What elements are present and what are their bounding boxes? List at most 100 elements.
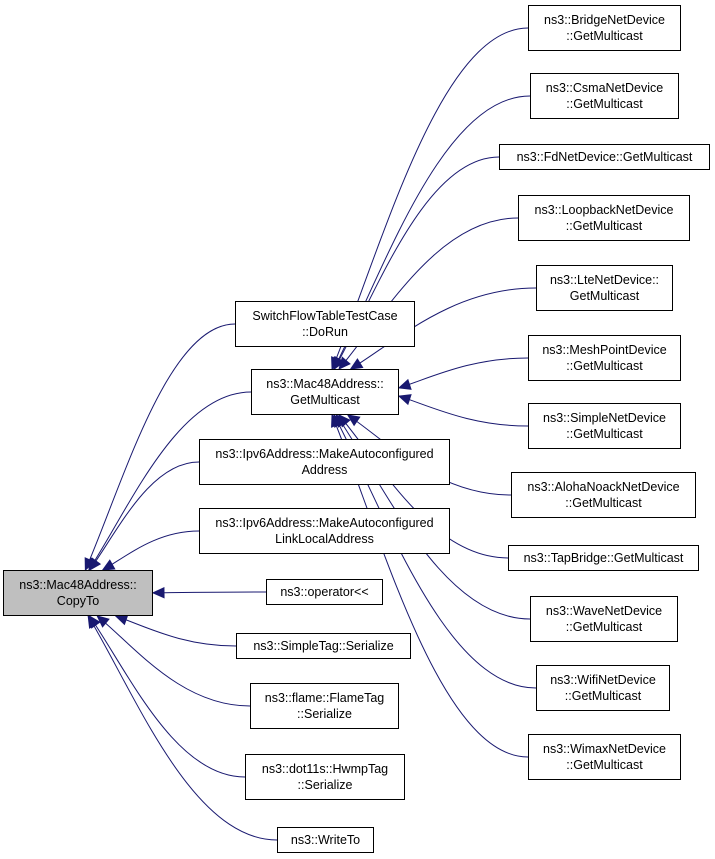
node-label-line: ns3::TapBridge::GetMulticast <box>523 551 684 565</box>
node-label-line: LinkLocalAddress <box>275 532 374 546</box>
node-simpletag-serialize[interactable]: ns3::SimpleTag::Serialize <box>236 633 411 659</box>
arrowhead <box>331 413 342 428</box>
edge-lte-to-mac48_getmulticast <box>350 287 537 370</box>
node-simplenetdevice-getmulticast[interactable]: ns3::SimpleNetDevice::GetMulticast <box>528 403 681 449</box>
arrowhead <box>101 559 116 571</box>
edge-mac48_getmulticast-to-root <box>88 391 252 571</box>
edge-writeto-to-root <box>87 615 278 841</box>
node-label-line: ::GetMulticast <box>566 97 643 111</box>
edge-switch_flow-to-root <box>84 323 236 571</box>
arrowhead <box>96 615 110 628</box>
node-label-line: ns3::SimpleTag::Serialize <box>253 639 394 653</box>
node-label: ns3::Mac48Address::GetMulticast <box>266 376 383 408</box>
node-label: ns3::SimpleTag::Serialize <box>253 638 393 654</box>
node-label-line: ::GetMulticast <box>566 427 643 441</box>
node-label-line: ns3::WimaxNetDevice <box>543 742 666 756</box>
node-ltenetdevice-getmulticast[interactable]: ns3::LteNetDevice::GetMulticast <box>536 265 673 311</box>
node-label-line: ::GetMulticast <box>565 620 643 634</box>
arrowhead <box>88 557 102 571</box>
node-label: SwitchFlowTableTestCase::DoRun <box>252 308 397 340</box>
node-label-line: ::GetMulticast <box>566 758 643 772</box>
node-label: ns3::CsmaNetDevice::GetMulticast <box>546 80 663 112</box>
arrowhead <box>114 614 129 626</box>
node-mac48address-getmulticast[interactable]: ns3::Mac48Address::GetMulticast <box>251 369 399 415</box>
node-label-line: ns3::WifiNetDevice <box>550 673 656 687</box>
node-label: ns3::flame::FlameTag::Serialize <box>265 690 385 722</box>
edge-meshpoint-to-mac48_getmulticast <box>398 357 529 389</box>
node-label-line: ns3::BridgeNetDevice <box>544 13 665 27</box>
arrowhead <box>397 378 412 390</box>
node-label-line: ns3::dot11s::HwmpTag <box>261 762 389 776</box>
node-label: ns3::MeshPointDevice::GetMulticast <box>542 342 666 374</box>
node-label: ns3::BridgeNetDevice::GetMulticast <box>544 12 665 44</box>
node-label: ns3::AlohaNoackNetDevice::GetMulticast <box>527 479 679 511</box>
node-label-line: ns3::Mac48Address:: <box>266 377 384 391</box>
arrowhead <box>349 358 364 370</box>
node-csmanetdevice-getmulticast[interactable]: ns3::CsmaNetDevice::GetMulticast <box>530 73 679 119</box>
node-label-line: ::Serialize <box>297 707 352 721</box>
node-label-line: SwitchFlowTableTestCase <box>252 309 398 323</box>
node-wimaxnetdevice-getmulticast[interactable]: ns3::WimaxNetDevice::GetMulticast <box>528 734 681 780</box>
edge-tapbridge-to-mac48_getmulticast <box>338 414 509 559</box>
edge-simplenet-to-mac48_getmulticast <box>398 395 529 427</box>
arrowhead <box>346 414 361 427</box>
node-label-line: ns3::Ipv6Address::MakeAutoconfigured <box>215 516 434 530</box>
node-label-line: ns3::Mac48Address:: <box>19 578 137 592</box>
node-meshpointdevice-getmulticast[interactable]: ns3::MeshPointDevice::GetMulticast <box>528 335 681 381</box>
node-label-line: ns3::AlohaNoackNetDevice <box>527 480 680 494</box>
node-writeto[interactable]: ns3::WriteTo <box>277 827 374 853</box>
node-label: ns3::dot11s::HwmpTag::Serialize <box>262 761 388 793</box>
node-label-line: ::GetMulticast <box>566 359 643 373</box>
node-label-line: ns3::SimpleNetDevice <box>543 411 666 425</box>
arrowhead <box>397 394 412 406</box>
node-label-line: ::Serialize <box>297 778 353 792</box>
node-label-line: ::DoRun <box>302 325 348 339</box>
edge-simpletag_serialize-to-root <box>115 615 237 647</box>
node-label-line: ns3::WriteTo <box>290 833 361 847</box>
node-label-line: GetMulticast <box>569 289 640 303</box>
node-label: ns3::TapBridge::GetMulticast <box>524 550 684 566</box>
edge-flametag_serialize-to-root <box>96 615 251 707</box>
node-label: ns3::LteNetDevice::GetMulticast <box>550 272 659 304</box>
node-label-line: ns3::Ipv6Address::MakeAutoconfigured <box>215 447 434 461</box>
node-hwmptag-serialize[interactable]: ns3::dot11s::HwmpTag::Serialize <box>245 754 405 800</box>
edge-ipv6_autoconf-to-root <box>89 461 200 571</box>
node-label-line: ::GetMulticast <box>565 496 642 510</box>
arrowhead <box>87 614 100 629</box>
node-operator-shift[interactable]: ns3::operator<< <box>266 579 383 605</box>
node-label-line: GetMulticast <box>290 393 360 407</box>
node-label-line: ::GetMulticast <box>566 29 643 43</box>
node-loopbacknetdevice-getmulticast[interactable]: ns3::LoopbackNetDevice::GetMulticast <box>518 195 690 241</box>
arrowhead <box>338 356 351 370</box>
node-label-line: ns3::LteNetDevice:: <box>549 273 660 287</box>
node-label: ns3::Mac48Address::CopyTo <box>19 577 136 609</box>
edge-hwmptag_serialize-to-root <box>89 615 246 778</box>
node-label: ns3::WaveNetDevice::GetMulticast <box>546 603 662 635</box>
node-label-line: ::GetMulticast <box>564 689 642 703</box>
node-bridgenetdevice-getmulticast[interactable]: ns3::BridgeNetDevice::GetMulticast <box>528 5 681 51</box>
node-tapbridge-getmulticast[interactable]: ns3::TapBridge::GetMulticast <box>508 545 699 571</box>
node-switchflowtabletestcase-dorun[interactable]: SwitchFlowTableTestCase::DoRun <box>235 301 415 347</box>
node-root-copyto: ns3::Mac48Address::CopyTo <box>3 570 153 616</box>
node-label-line: ns3::FdNetDevice::GetMulticast <box>516 150 693 164</box>
node-label-line: Address <box>301 463 348 477</box>
node-label: ns3::WifiNetDevice::GetMulticast <box>550 672 656 704</box>
node-label-line: ns3::LoopbackNetDevice <box>534 203 674 217</box>
node-wifinetdevice-getmulticast[interactable]: ns3::WifiNetDevice::GetMulticast <box>536 665 670 711</box>
node-label-line: ns3::WaveNetDevice <box>545 604 663 618</box>
node-flametag-serialize[interactable]: ns3::flame::FlameTag::Serialize <box>250 683 399 729</box>
node-label-line: ns3::operator<< <box>280 585 369 599</box>
arrowhead <box>151 586 165 599</box>
node-fdnetdevice-getmulticast[interactable]: ns3::FdNetDevice::GetMulticast <box>499 144 710 170</box>
node-alohanoacknetdevice-getmulticast[interactable]: ns3::AlohaNoackNetDevice::GetMulticast <box>511 472 696 518</box>
node-label-line: ::GetMulticast <box>565 219 643 233</box>
node-wavenetdevice-getmulticast[interactable]: ns3::WaveNetDevice::GetMulticast <box>530 596 678 642</box>
node-label: ns3::LoopbackNetDevice::GetMulticast <box>535 202 674 234</box>
node-label: ns3::WriteTo <box>291 832 360 848</box>
arrowhead <box>333 356 345 371</box>
